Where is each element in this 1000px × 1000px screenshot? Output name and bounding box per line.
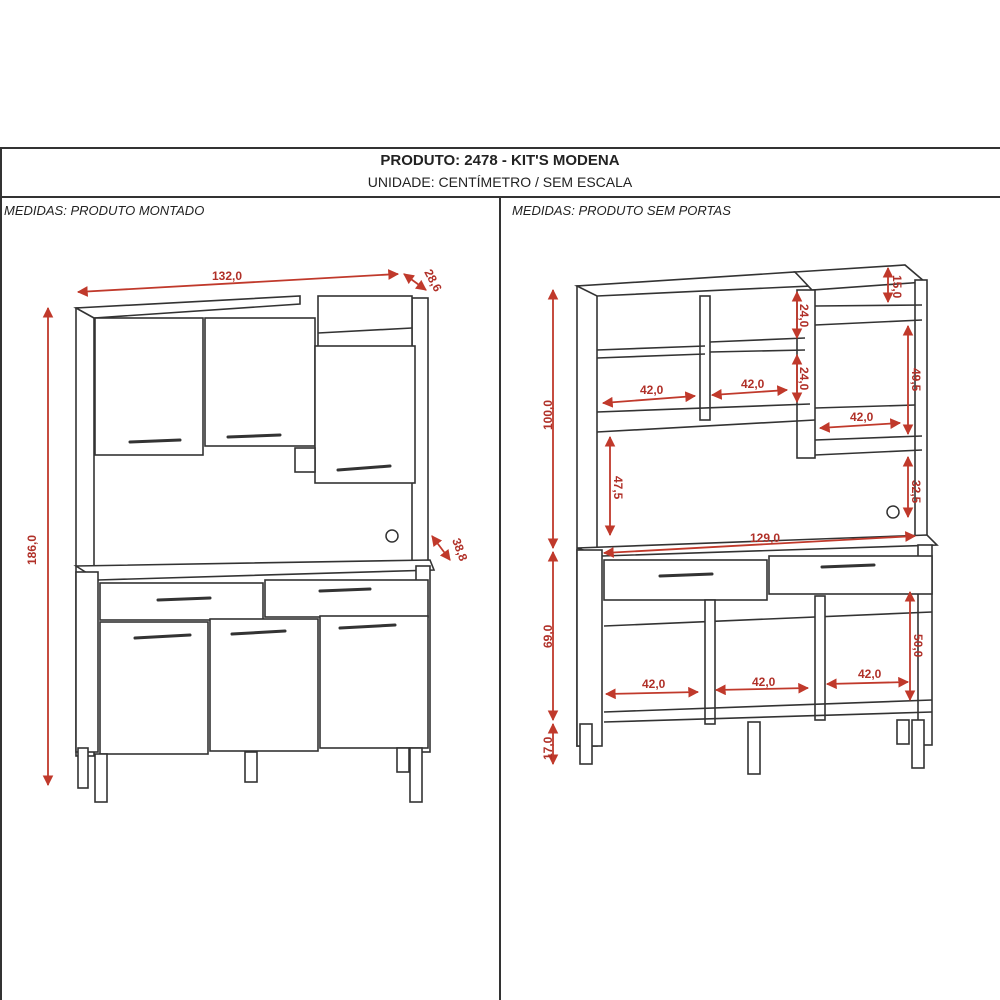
leg: [911, 719, 925, 769]
top-panel: [73, 295, 301, 319]
dim-lower-h: 50,0: [911, 634, 925, 658]
drawer-2: [264, 579, 429, 618]
upper-door-1: [94, 317, 204, 456]
dim-lower-2: 42,0: [752, 675, 776, 689]
upper-door-2: [204, 317, 316, 447]
left-section-label: MEDIDAS: PRODUTO MONTADO: [4, 203, 205, 218]
dim-shelf-2: 24,0: [797, 367, 811, 391]
dim-leg-height: 17,0: [541, 736, 555, 760]
dim-shelf-1: 24,0: [797, 304, 811, 328]
unit-subtitle: UNIDADE: CENTÍMETRO / SEM ESCALA: [367, 174, 633, 190]
drawer-1: [603, 559, 768, 601]
top-panel: [573, 271, 812, 297]
dim-niche-3: 42,0: [850, 410, 874, 424]
right-section-label: MEDIDAS: PRODUTO SEM PORTAS: [512, 203, 731, 218]
leg: [409, 747, 423, 803]
leg: [396, 747, 410, 773]
leg: [244, 751, 258, 783]
dim-open-right: 32,5: [909, 480, 923, 504]
dim-open-left: 47,5: [611, 476, 625, 500]
leg: [94, 753, 108, 803]
countertop: [73, 559, 436, 581]
leg: [747, 721, 761, 775]
lower-door-1: [99, 621, 209, 755]
dim-width: 132,0: [212, 269, 242, 283]
open-niche: [317, 295, 413, 349]
leg: [896, 719, 910, 745]
dim-height: 186,0: [25, 535, 39, 565]
lower-door-3: [319, 615, 429, 749]
lower-door-2: [209, 618, 319, 752]
drawer-2: [768, 555, 933, 595]
dim-top: 15,0: [890, 275, 904, 299]
dim-depth-bottom: 38,8: [449, 536, 470, 563]
dim-niche-2: 42,0: [741, 377, 765, 391]
dim-right: 49,5: [909, 368, 923, 392]
dim-lower-height: 69,0: [541, 624, 555, 648]
frame: [0, 147, 1000, 1000]
dim-lower-3: 42,0: [858, 667, 882, 681]
upper-door-3: [314, 345, 416, 484]
cabinet-without-doors: 100,0 69,0 17,0 42,0 42,0 42,0 24,0 24,0…: [541, 264, 939, 775]
dim-niche-1: 42,0: [640, 383, 664, 397]
drawer-1: [99, 582, 264, 621]
dim-lower-1: 42,0: [642, 677, 666, 691]
product-title: PRODUTO: 2478 - KIT'S MODENA: [380, 152, 620, 169]
dim-counter: 129,0: [750, 531, 780, 545]
dim-upper-height: 100,0: [541, 400, 555, 430]
leg: [579, 723, 593, 765]
assembled-cabinet: 132,0 28,6 186,0 38,8: [25, 267, 470, 803]
leg: [77, 747, 89, 789]
